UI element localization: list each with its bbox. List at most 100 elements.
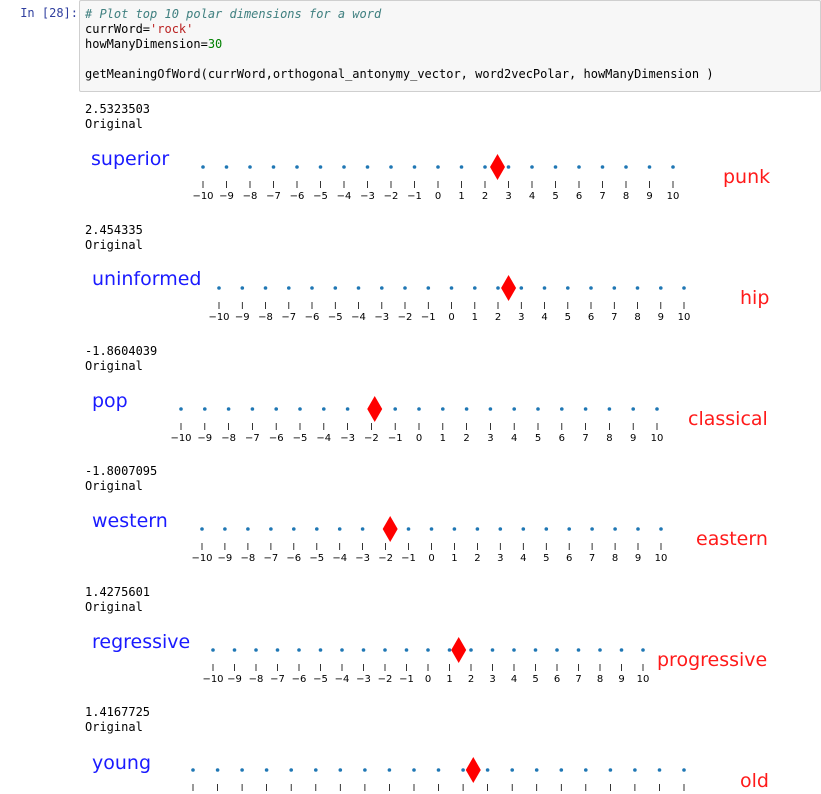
- tick-label: 5: [552, 191, 558, 202]
- axis-dot: [200, 527, 204, 531]
- axis-dot: [496, 286, 500, 290]
- axis-dot: [671, 165, 675, 169]
- left-polar-word: western: [92, 510, 168, 532]
- right-polar-word: punk: [723, 166, 770, 188]
- tick-label: 9: [646, 191, 652, 202]
- tick-label: 2: [463, 433, 469, 444]
- axis-dot: [512, 648, 516, 652]
- tick-label: 10: [678, 312, 691, 323]
- tick-label: −10: [191, 553, 212, 564]
- tick-label: −7: [245, 433, 260, 444]
- axis-dot: [600, 165, 605, 169]
- tick-label: 10: [637, 674, 650, 685]
- tick-label: −3: [340, 433, 355, 444]
- tick-label: −6: [286, 553, 301, 564]
- output-label: Original: [85, 720, 143, 734]
- tick-label: −8: [249, 674, 264, 685]
- tick-label: 4: [520, 553, 526, 564]
- output-label: Original: [85, 359, 143, 373]
- tick-label: −5: [313, 191, 328, 202]
- tick-label: −6: [290, 191, 305, 202]
- tick-label: 3: [518, 312, 524, 323]
- axis-dot: [297, 648, 301, 652]
- output-label: Original: [85, 479, 143, 493]
- tick-label: 10: [667, 191, 680, 202]
- axis-dot: [345, 407, 350, 411]
- tick-label: −9: [235, 312, 250, 323]
- axis-dot: [473, 286, 477, 290]
- axis-dot: [469, 648, 473, 652]
- axis-dot: [461, 768, 465, 772]
- axis-dot: [337, 527, 342, 531]
- axis-dot: [598, 648, 602, 652]
- axis-dot: [452, 527, 457, 531]
- tick-label: −8: [243, 191, 258, 202]
- tick-label: 9: [658, 312, 664, 323]
- axis-dot: [449, 286, 454, 290]
- axis-dot: [521, 527, 526, 531]
- axis-dot: [589, 286, 593, 290]
- word-position-marker: [465, 757, 481, 783]
- left-polar-word: superior: [91, 148, 169, 170]
- code-line-currword: currWord='rock': [85, 22, 194, 36]
- code-input-cell[interactable]: # Plot top 10 polar dimensions for a wor…: [79, 0, 821, 92]
- tick-label: 10: [655, 553, 668, 564]
- axis-dot: [295, 165, 299, 169]
- axis-dot: [318, 165, 323, 169]
- axis-dot: [254, 648, 258, 652]
- tick-label: −9: [218, 553, 233, 564]
- axis-dot: [246, 527, 250, 531]
- tick-label: 6: [554, 674, 560, 685]
- tick-label: −9: [197, 433, 212, 444]
- tick-label: −4: [316, 433, 331, 444]
- axis-dot: [577, 165, 581, 169]
- axis-dot: [607, 407, 612, 411]
- axis-dot: [441, 407, 445, 411]
- tick-label: 8: [606, 433, 612, 444]
- axis-dot: [232, 648, 237, 652]
- tick-label: 6: [566, 553, 572, 564]
- tick-label: 6: [588, 312, 594, 323]
- axis-dot: [412, 768, 416, 772]
- axis-dot: [201, 165, 205, 169]
- tick-label: −7: [281, 312, 296, 323]
- word-position-marker: [501, 275, 517, 301]
- tick-label: −4: [335, 674, 350, 685]
- tick-label: 4: [511, 433, 517, 444]
- tick-label: −4: [351, 312, 366, 323]
- axis-dot: [387, 768, 392, 772]
- tick-label: −4: [332, 553, 347, 564]
- tick-label: −1: [421, 312, 436, 323]
- axis-dot: [608, 768, 613, 772]
- axis-dot: [287, 286, 291, 290]
- output-value: 1.4275601: [85, 585, 151, 599]
- axis-dot: [263, 286, 268, 290]
- axis-dot: [459, 165, 464, 169]
- word-position-marker: [490, 154, 506, 180]
- tick-label: −4: [337, 191, 352, 202]
- axis-dot: [318, 648, 323, 652]
- tick-label: −2: [364, 433, 379, 444]
- axis-dot: [544, 527, 549, 531]
- axis-dot: [488, 407, 493, 411]
- axis-dot: [406, 527, 411, 531]
- tick-label: −10: [170, 433, 191, 444]
- output-value: -1.8007095: [85, 464, 158, 478]
- axis-dot: [240, 286, 245, 290]
- code-comment: # Plot top 10 polar dimensions for a wor…: [85, 7, 382, 21]
- tick-label: 0: [435, 191, 441, 202]
- axis-dot: [475, 527, 480, 531]
- tick-label: −10: [202, 674, 223, 685]
- axis-dot: [211, 648, 215, 652]
- axis-dot: [271, 165, 276, 169]
- tick-label: 7: [599, 191, 605, 202]
- tick-label: −6: [305, 312, 320, 323]
- tick-label: 8: [634, 312, 640, 323]
- axis-dot: [226, 407, 231, 411]
- word-position-marker: [451, 637, 467, 663]
- axis-dot: [179, 407, 183, 411]
- tick-label: −1: [388, 433, 403, 444]
- tick-label: −10: [192, 191, 213, 202]
- tick-label: 9: [635, 553, 641, 564]
- axis-dot: [510, 768, 514, 772]
